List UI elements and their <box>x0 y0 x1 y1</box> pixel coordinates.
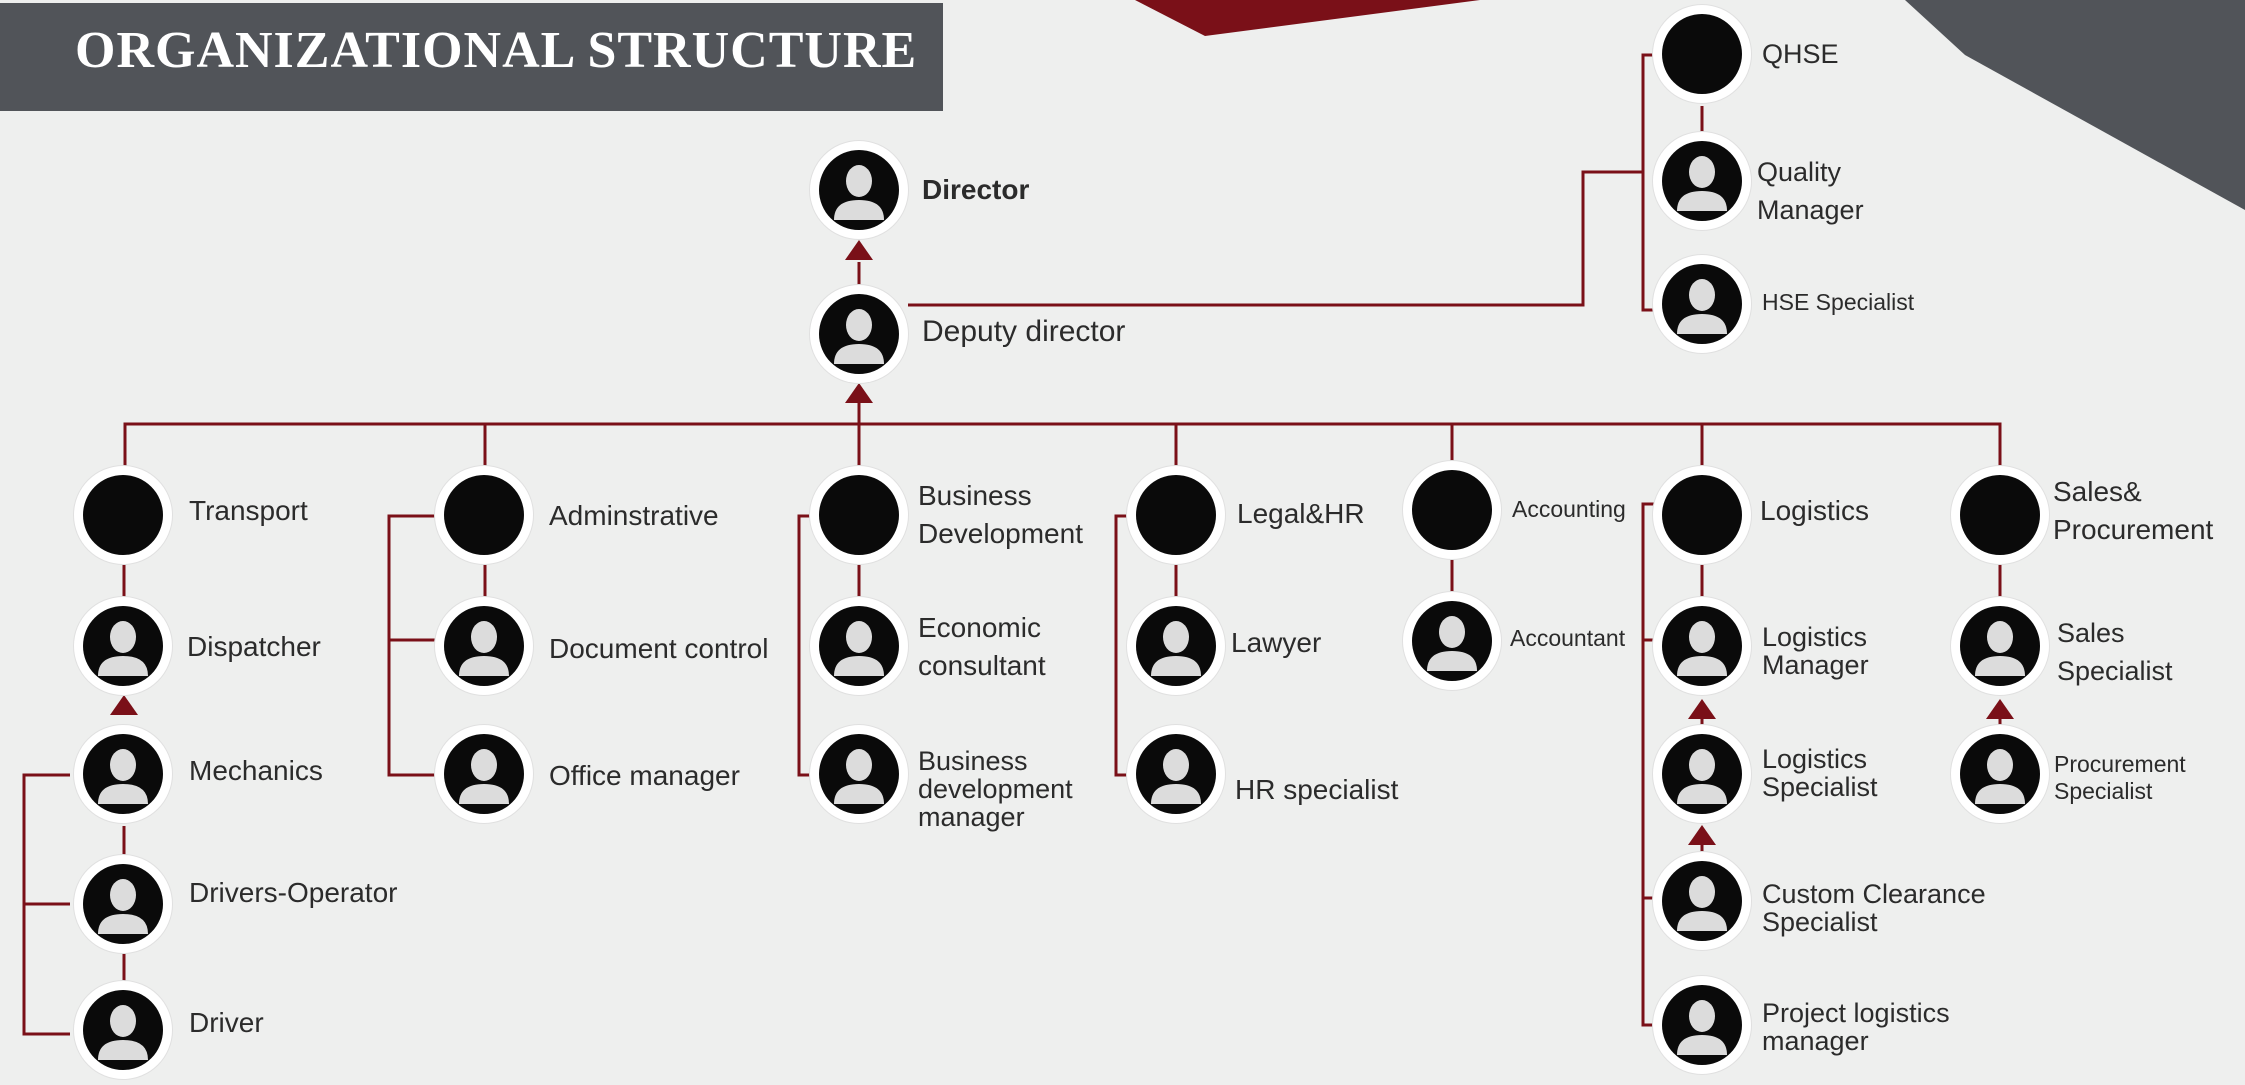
person-icon <box>459 749 509 804</box>
person-icon <box>1677 621 1727 676</box>
legal-hr-node <box>1127 466 1225 564</box>
person-icon <box>834 165 884 220</box>
sales-specialist-label: Sales Specialist <box>2057 618 2173 686</box>
person-icon <box>1427 616 1477 671</box>
custom-clearance-specialist-label: Custom Clearance Specialist <box>1762 879 1986 937</box>
project-logistics-manager-node <box>1653 976 1751 1074</box>
dispatcher-node <box>74 597 172 695</box>
dispatcher-label: Dispatcher <box>187 631 321 662</box>
office-manager-node <box>435 725 533 823</box>
mechanics-label: Mechanics <box>189 755 323 786</box>
director-label: Director <box>922 174 1030 205</box>
business-development-label: Business Development <box>918 480 1083 549</box>
driver-label: Driver <box>189 1007 264 1038</box>
person-icon <box>98 879 148 934</box>
document-control-label: Document control <box>549 633 769 664</box>
accounting-label: Accounting <box>1512 496 1626 522</box>
person-icon <box>1151 749 1201 804</box>
accounting-node <box>1403 461 1501 559</box>
transport-node <box>74 466 172 564</box>
hr-specialist-node <box>1127 725 1225 823</box>
person-icon <box>98 621 148 676</box>
page-title: ORGANIZATIONAL STRUCTURE <box>75 22 918 79</box>
procurement-specialist-node <box>1951 725 2049 823</box>
title-banner: ORGANIZATIONAL STRUCTURE <box>0 3 943 111</box>
person-icon <box>98 749 148 804</box>
lawyer-node <box>1127 597 1225 695</box>
accountant-node <box>1403 592 1501 690</box>
accountant-label: Accountant <box>1510 625 1626 651</box>
person-icon <box>1677 156 1727 211</box>
qhse-node <box>1653 5 1751 103</box>
logistics-label: Logistics <box>1760 495 1869 526</box>
logistics-manager-label: Logistics Manager <box>1762 622 1869 680</box>
person-icon <box>1677 749 1727 804</box>
person-icon <box>1151 621 1201 676</box>
mechanics-node <box>74 725 172 823</box>
drivers-operator-node <box>74 855 172 953</box>
business-development-node <box>810 466 908 564</box>
person-icon <box>98 1005 148 1060</box>
person-icon <box>1677 1000 1727 1055</box>
hr-specialist-label: HR specialist <box>1235 774 1399 805</box>
person-icon <box>1677 279 1727 334</box>
business-development-manager-label: Business development manager <box>918 746 1073 832</box>
project-logistics-manager-label: Project logistics manager <box>1762 998 1950 1056</box>
driver-node <box>74 981 172 1079</box>
person-icon <box>459 621 509 676</box>
deputy-director-label: Deputy director <box>922 315 1126 348</box>
qhse-label: QHSE <box>1762 39 1839 69</box>
deputy-director-node <box>810 285 908 383</box>
economic-consultant-node <box>810 597 908 695</box>
lawyer-label: Lawyer <box>1231 627 1322 658</box>
economic-consultant-label: Economic consultant <box>918 612 1046 681</box>
quality-manager-node <box>1653 132 1751 230</box>
procurement-specialist-label: Procurement Specialist <box>2054 751 2186 804</box>
person-icon <box>834 621 884 676</box>
document-control-node <box>435 597 533 695</box>
quality-manager-label: Quality Manager <box>1757 157 1864 225</box>
sales-procurement-label: Sales& Procurement <box>2053 476 2214 545</box>
sales-specialist-node <box>1951 597 2049 695</box>
person-icon <box>1677 876 1727 931</box>
director-node <box>810 141 908 239</box>
hse-specialist-node <box>1653 255 1751 353</box>
logistics-specialist-node <box>1653 725 1751 823</box>
hse-specialist-label: HSE Specialist <box>1762 289 1915 315</box>
drivers-operator-label: Drivers-Operator <box>189 877 398 908</box>
person-icon <box>1975 749 2025 804</box>
transport-label: Transport <box>189 495 308 526</box>
logistics-node <box>1653 466 1751 564</box>
custom-clearance-specialist-node <box>1653 852 1751 950</box>
legal-hr-label: Legal&HR <box>1237 498 1365 529</box>
logistics-manager-node <box>1653 597 1751 695</box>
business-development-manager-node <box>810 725 908 823</box>
person-icon <box>834 749 884 804</box>
logistics-specialist-label: Logistics Specialist <box>1762 744 1878 802</box>
person-icon <box>834 309 884 364</box>
administrative-node <box>435 466 533 564</box>
person-icon <box>1975 621 2025 676</box>
office-manager-label: Office manager <box>549 760 740 791</box>
administrative-label: Adminstrative <box>549 500 719 531</box>
sales-procurement-node <box>1951 466 2049 564</box>
